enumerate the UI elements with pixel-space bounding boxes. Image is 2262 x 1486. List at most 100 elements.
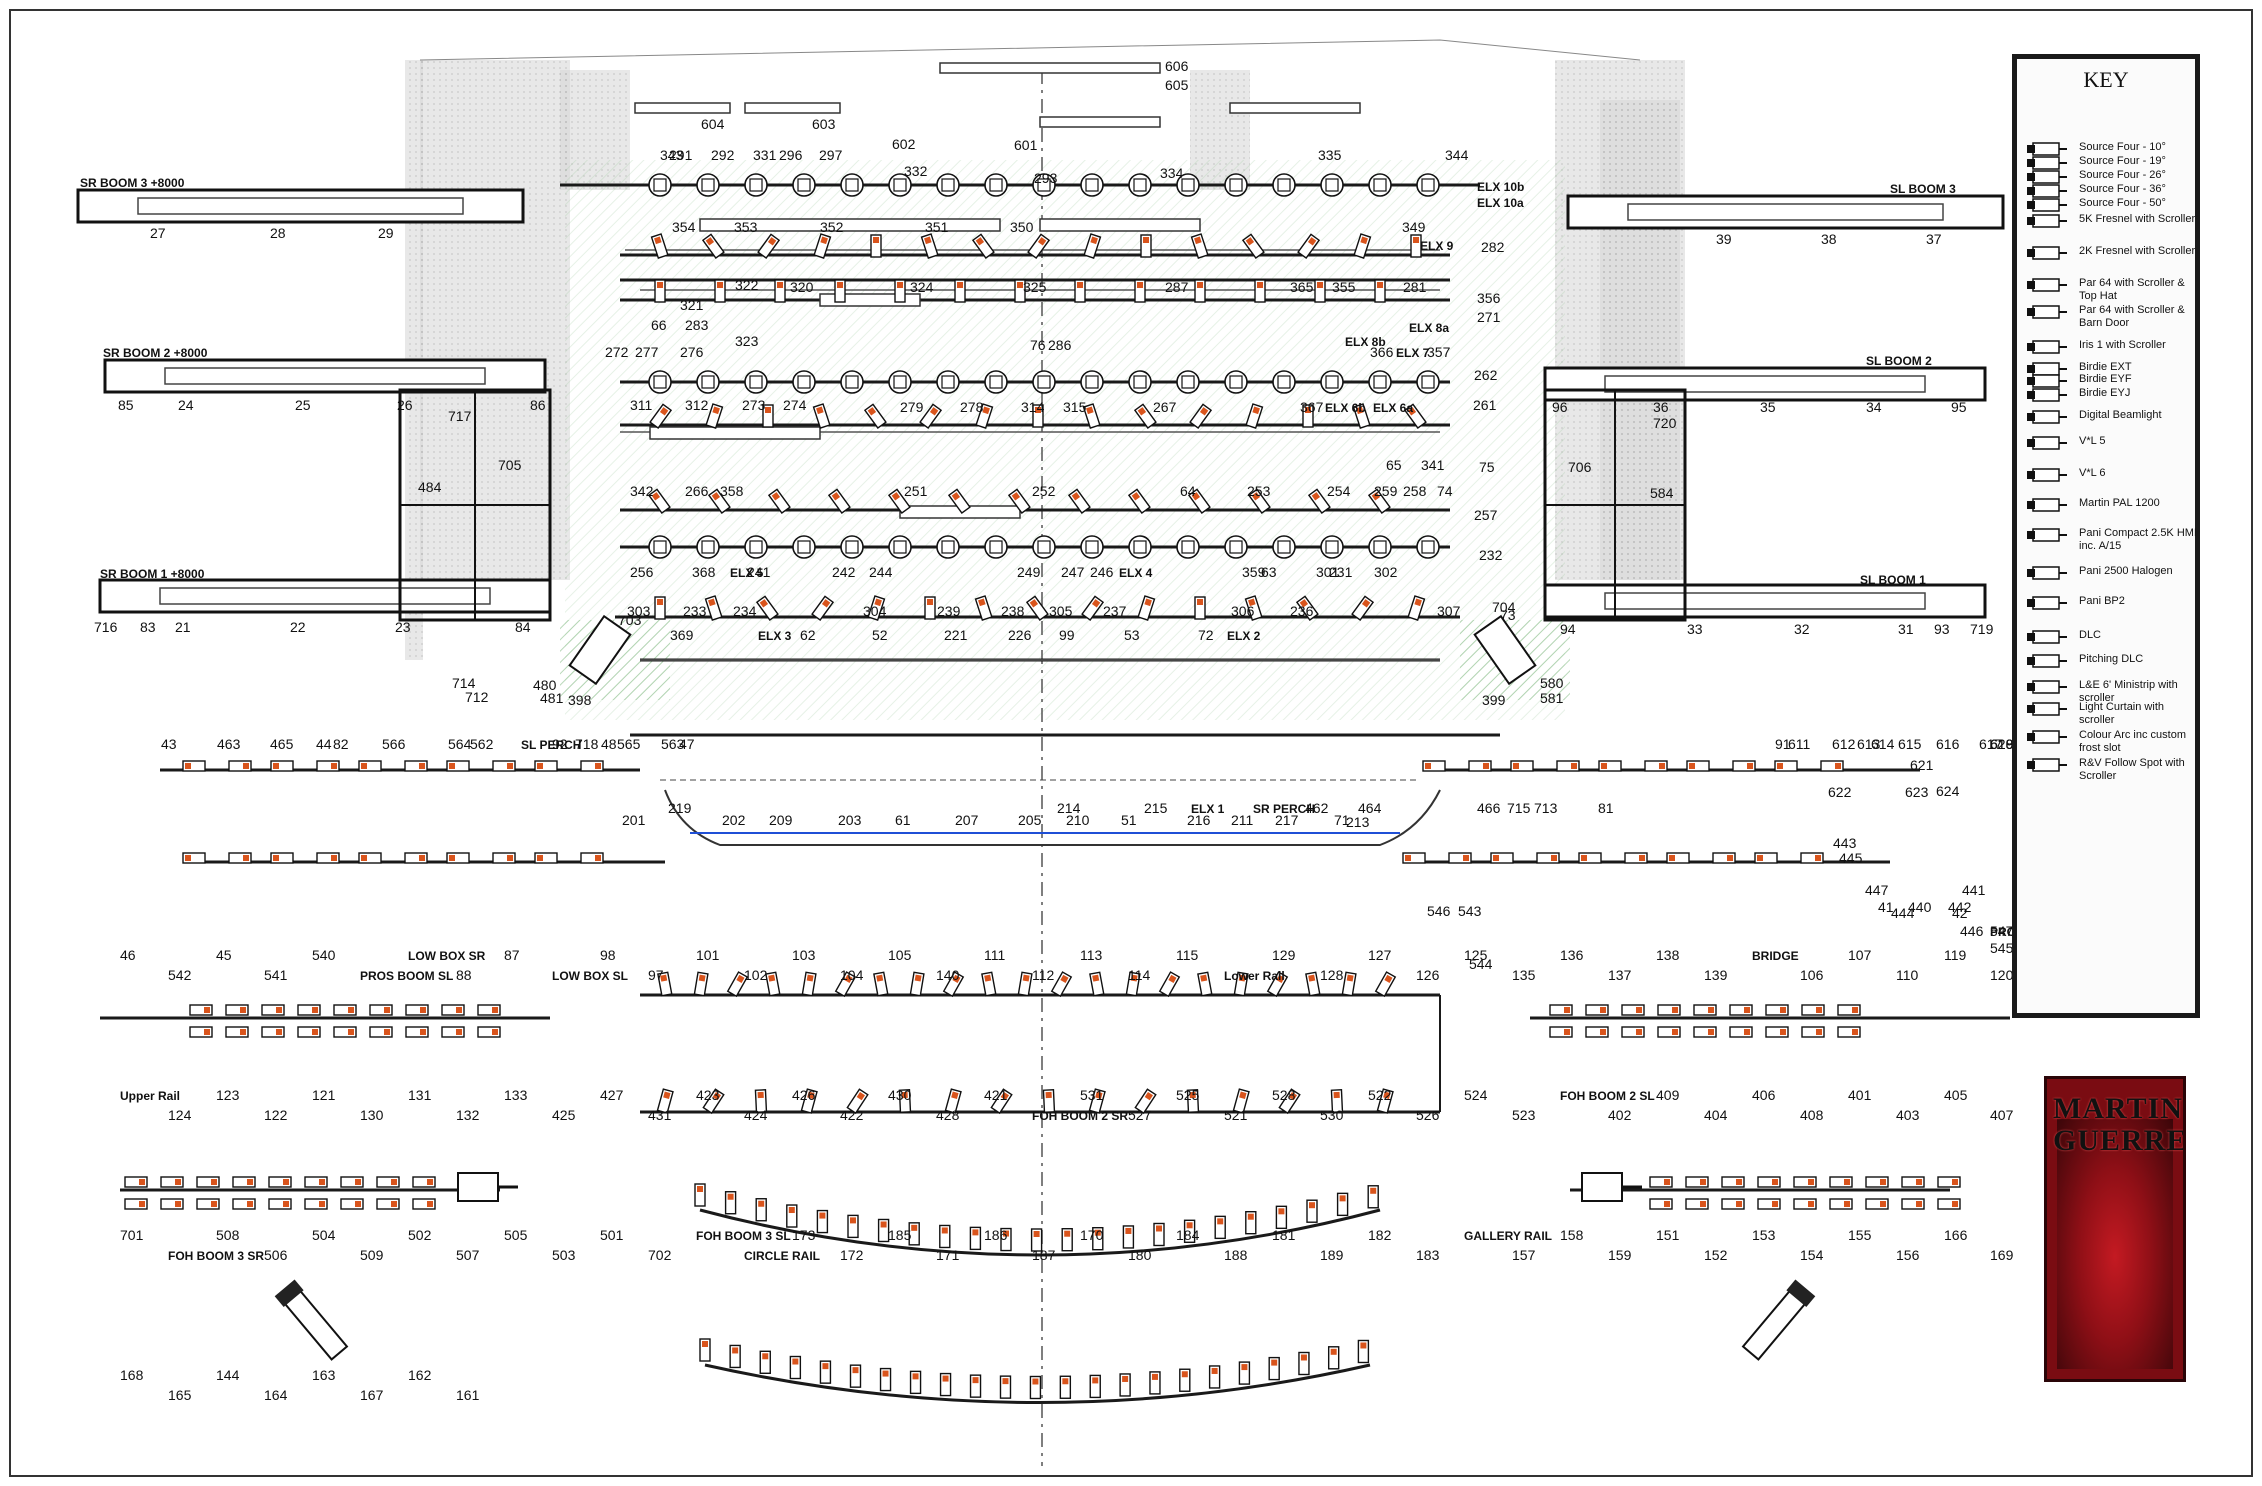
mover-head	[1373, 178, 1387, 192]
lantern-gel	[1672, 1007, 1678, 1013]
lantern-icon	[1901, 1198, 1925, 1210]
key-item-label: 5K Fresnel with Scroller	[2079, 213, 2196, 225]
lantern-gel	[657, 282, 663, 288]
mover-head	[749, 178, 763, 192]
channel-label: 422	[840, 1107, 864, 1123]
lantern-icon	[1133, 403, 1157, 430]
lantern-gel	[1064, 1230, 1071, 1237]
channel-label: 103	[792, 947, 816, 963]
lantern-body	[849, 1364, 862, 1388]
channel-label: 530	[1320, 1107, 1344, 1123]
lantern-body	[1194, 279, 1206, 303]
key-item-label: Pani BP2	[2079, 595, 2125, 607]
channel-label: 302	[1374, 564, 1398, 580]
source-four-icon	[2025, 137, 2069, 161]
lantern-gel	[1029, 599, 1039, 608]
lantern-icon	[446, 760, 470, 772]
lantern-body	[699, 1338, 711, 1362]
channel-label: 63	[1261, 564, 1277, 580]
lantern-icon	[1757, 1176, 1781, 1188]
lantern-gel	[1311, 492, 1321, 501]
channel-label: 154	[1800, 1247, 1824, 1263]
boom-inner	[137, 197, 464, 215]
martin-pal-icon	[2025, 493, 2069, 517]
channel-label: 163	[312, 1367, 336, 1383]
channel-label: 367	[1300, 399, 1324, 415]
channel-label: 501	[600, 1227, 624, 1243]
lantern-icon	[1367, 488, 1391, 515]
channel-label: 33	[1687, 621, 1703, 637]
lantern-icon	[1585, 1026, 1609, 1038]
channel-label: 282	[1481, 239, 1505, 255]
channel-label: 527	[1128, 1107, 1152, 1123]
lantern-gel	[1317, 282, 1323, 288]
lantern-gel	[1384, 974, 1393, 983]
lantern-gel	[1211, 1367, 1218, 1374]
lantern-body	[877, 1218, 890, 1243]
channel-label: 604	[701, 116, 725, 132]
lantern-icon	[1238, 1361, 1251, 1385]
lantern-body	[1149, 1371, 1161, 1395]
lantern-gel	[1952, 1201, 1958, 1207]
moving-light-icon	[1176, 173, 1200, 197]
moving-light-icon	[936, 370, 960, 394]
pitching-dlc-icon	[2025, 649, 2069, 673]
channel-label: 315	[1063, 399, 1087, 415]
source-four-icon	[2025, 165, 2069, 189]
lantern-gel	[1880, 1179, 1886, 1185]
lantern-gel	[276, 1007, 282, 1013]
lantern-gel	[1137, 282, 1143, 288]
lantern-icon	[1793, 1176, 1817, 1188]
position-label: CIRCLE RAIL	[744, 1249, 820, 1263]
lantern-icon	[1179, 1368, 1191, 1392]
lantern-icon	[801, 971, 817, 997]
lantern-body	[1032, 404, 1044, 428]
lantern-gel	[757, 1091, 764, 1099]
moving-light-icon	[744, 370, 768, 394]
lantern-icon	[1820, 760, 1844, 772]
lantern-gel	[1916, 1179, 1922, 1185]
lantern-gel	[1017, 282, 1023, 288]
ministrip	[634, 102, 731, 114]
lantern-gel	[1278, 1208, 1285, 1215]
lantern-body	[762, 404, 774, 428]
lantern-icon	[1422, 760, 1446, 772]
channel-label: 335	[1318, 147, 1342, 163]
light-curtain	[1039, 218, 1201, 232]
channel-label: 84	[515, 619, 531, 635]
channel-label: 102	[744, 967, 768, 983]
boom-frame	[98, 578, 552, 614]
lantern-gel	[1239, 1091, 1247, 1099]
lantern-icon	[816, 1209, 829, 1234]
par64-barndoor-icon	[2025, 300, 2069, 324]
channel-label: 209	[769, 812, 793, 828]
lantern-gel	[1156, 1225, 1162, 1232]
channel-label: 276	[680, 344, 704, 360]
channel-label: 254	[1327, 483, 1351, 499]
circle-rail	[699, 1208, 1381, 1257]
lantern-icon	[1000, 1227, 1012, 1252]
lantern-icon	[887, 488, 911, 515]
lantern-icon	[974, 595, 993, 621]
lantern-icon	[765, 971, 781, 997]
position-label: ELX 1	[1191, 802, 1225, 816]
boom-inner	[159, 587, 491, 605]
lantern-icon	[333, 1026, 357, 1038]
lantern-gel	[1581, 855, 1587, 861]
lantern-icon	[894, 279, 906, 303]
channel-label: 291	[669, 147, 693, 163]
channel-label: 233	[683, 603, 707, 619]
position-label: SL PERCH	[521, 738, 581, 752]
colour-arc-icon	[2025, 725, 2069, 749]
channel-label: 23	[395, 619, 411, 635]
ministrip	[744, 102, 841, 114]
channel-label: 293	[1034, 170, 1058, 186]
lantern-gel	[1060, 974, 1069, 983]
lantern-body	[1014, 279, 1026, 303]
channel-label: 22	[290, 619, 306, 635]
lantern-gel	[243, 855, 249, 861]
lantern-icon	[909, 1370, 922, 1395]
channel-label: 131	[408, 1087, 432, 1103]
lantern-icon	[1556, 760, 1580, 772]
